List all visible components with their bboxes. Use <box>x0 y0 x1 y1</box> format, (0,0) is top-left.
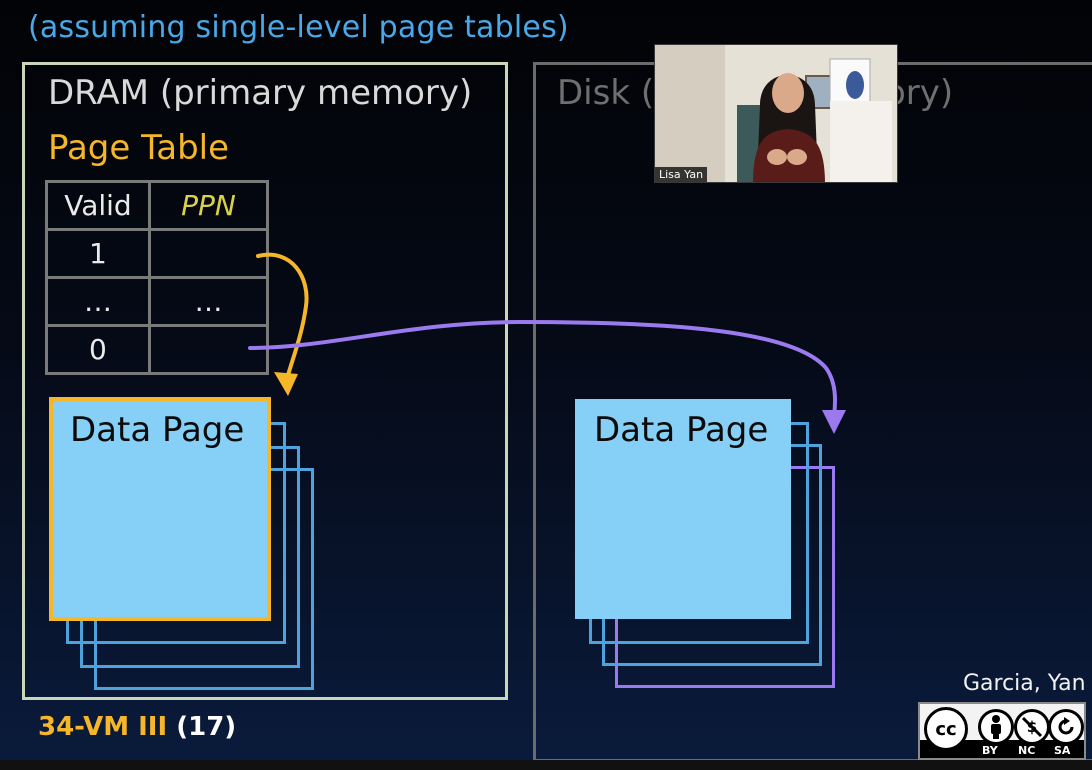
nc-label: NC <box>1018 744 1036 757</box>
dram-data-page <box>49 397 271 621</box>
nc-icon: $ <box>1014 709 1050 745</box>
slide-footer-left: 34-VM III (17) <box>38 712 236 742</box>
invalid-to-disk-arrow <box>248 319 837 418</box>
dram-title: DRAM (primary memory) <box>48 73 473 113</box>
table-row: … … <box>45 276 270 327</box>
participant-name: Lisa Yan <box>655 167 708 182</box>
table-row: 1 <box>45 228 270 279</box>
header-valid: Valid <box>45 180 151 231</box>
sa-label: SA <box>1054 744 1071 757</box>
valid-to-dram-arrow <box>256 252 309 384</box>
page-table-label: Page Table <box>48 128 230 168</box>
cc-license-badge: cc $ BY NC SA <box>918 702 1086 760</box>
header-ppn: PPN <box>147 180 270 231</box>
valid-cell: 1 <box>45 228 151 279</box>
author-credit: Garcia, Yan <box>963 671 1086 696</box>
disk-data-page <box>575 399 791 619</box>
dram-panel <box>22 62 508 700</box>
disk-data-page-label: Data Page <box>594 410 769 450</box>
valid-cell: … <box>45 276 151 327</box>
slide-subtitle: (assuming single-level page tables) <box>28 10 569 45</box>
page-table: Valid PPN 1 … … 0 <box>45 180 270 375</box>
lecture-code: 34-VM III <box>38 712 168 742</box>
valid-cell: 0 <box>45 324 151 375</box>
dram-data-page-label: Data Page <box>70 410 245 450</box>
disk-title-left: Disk (s <box>557 73 672 113</box>
cc-icon: cc <box>924 707 968 751</box>
by-icon <box>978 709 1014 745</box>
bottom-bar <box>0 760 1092 770</box>
dram-arrowhead <box>274 372 298 396</box>
webcam-video-tile[interactable]: Lisa Yan <box>654 44 898 183</box>
disk-arrowhead <box>822 410 846 434</box>
ppn-cell: … <box>147 276 270 327</box>
ppn-cell <box>147 228 270 279</box>
by-label: BY <box>982 744 998 757</box>
webcam-scene <box>655 45 897 182</box>
slide-number: (17) <box>176 712 237 742</box>
table-row: 0 <box>45 324 270 375</box>
sa-icon <box>1048 709 1084 745</box>
